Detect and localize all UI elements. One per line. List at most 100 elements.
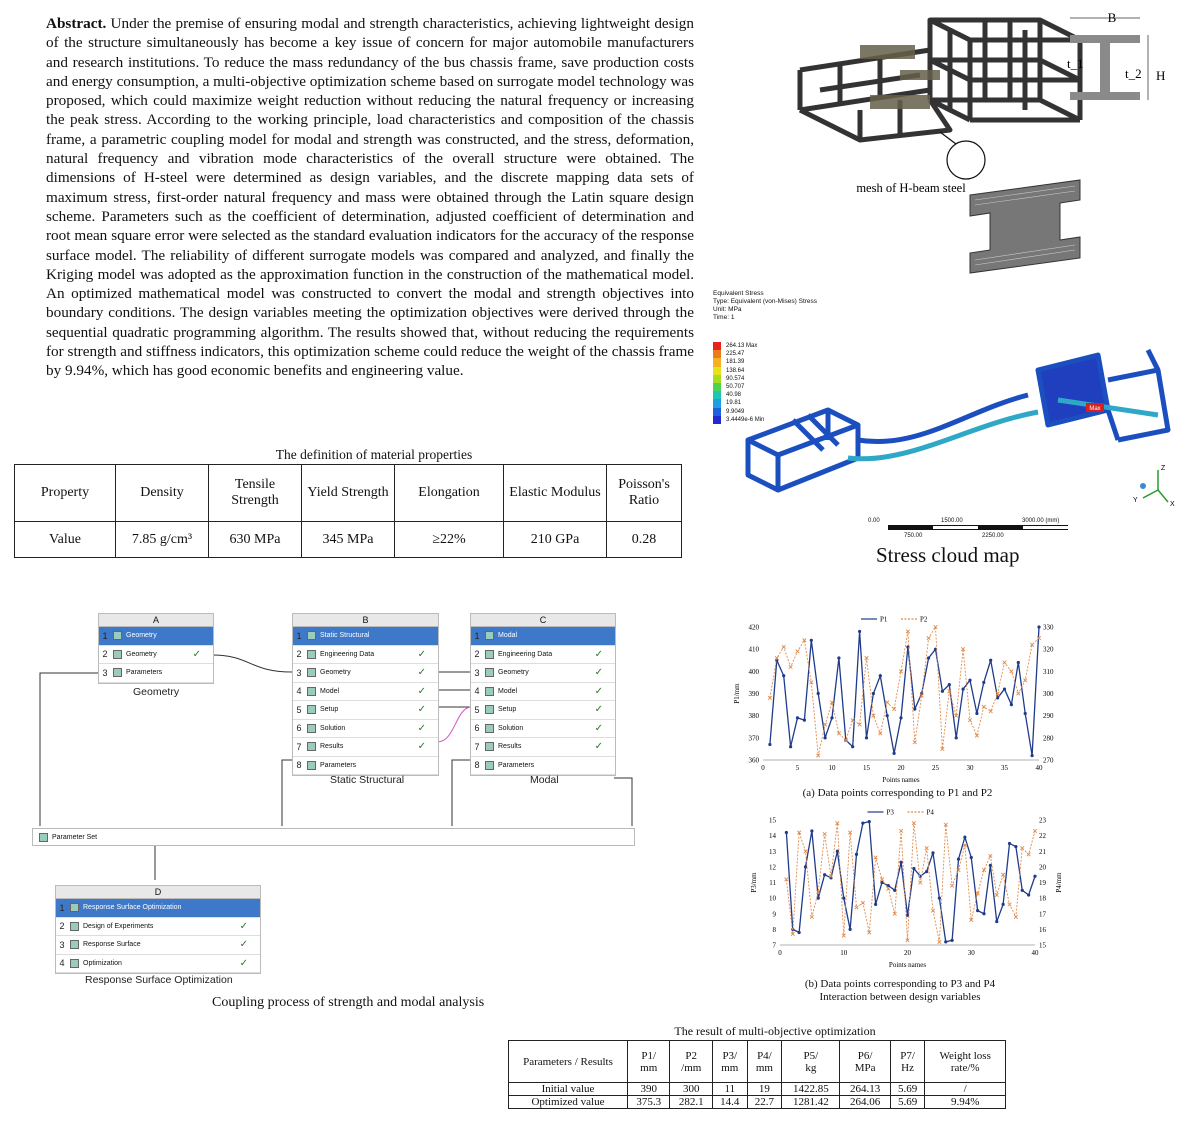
legend-label-p2: P2 (920, 616, 928, 624)
solution-icon (485, 723, 494, 733)
legend-value: 19.81 (726, 400, 742, 407)
row-label: Model (498, 687, 518, 695)
system-letter: D (154, 887, 162, 897)
data-point-p3 (950, 938, 954, 942)
optimization-icon (70, 903, 79, 913)
abstract-text: Under the premise of ensuring modal and … (46, 15, 694, 380)
y-tick-label: 10 (769, 895, 777, 903)
data-point-p1 (809, 638, 813, 642)
data-point-p2 (926, 635, 931, 641)
coupling-connectors (39, 654, 633, 880)
result-cell: 300 (669, 1082, 713, 1096)
legend-swatch (713, 342, 721, 351)
data-point-p2 (878, 731, 883, 736)
data-point-p1 (1009, 702, 1013, 707)
x-tick-label: 5 (796, 764, 800, 772)
data-point-p2 (1016, 691, 1021, 696)
result-cell: 282.1 (669, 1095, 713, 1109)
row-number: 1 (296, 630, 302, 641)
data-point-p1 (961, 687, 965, 691)
data-point-p3 (925, 869, 929, 874)
data-point-p4 (1032, 828, 1038, 834)
y2-tick-label: 270 (1043, 757, 1054, 765)
data-point-p4 (988, 853, 993, 859)
data-point-p1 (878, 674, 882, 678)
check-icon: ✓ (594, 685, 603, 697)
data-point-p4 (1013, 914, 1018, 919)
y-tick-label: 400 (749, 668, 760, 676)
data-point-p4 (969, 917, 974, 923)
data-point-p1 (816, 691, 820, 696)
row-label: Geometry (320, 669, 351, 677)
x-tick-label: 15 (863, 764, 871, 772)
mesh-caption: mesh of H-beam steel (856, 181, 966, 195)
row-label: Geometry (126, 632, 157, 640)
data-point-p3 (784, 830, 788, 835)
data-point-p1 (982, 680, 986, 685)
y2-tick-label: 19 (1039, 879, 1047, 887)
data-point-p3 (1001, 902, 1005, 906)
row-label: Model (320, 687, 340, 695)
data-point-p4 (905, 938, 910, 943)
data-point-p3 (861, 821, 865, 825)
legend-entry: 138.64 (713, 366, 764, 375)
legend-value: 50.707 (726, 384, 745, 391)
data-point-p1 (996, 696, 1000, 700)
data-point-p1 (885, 714, 889, 718)
data-point-p2 (829, 700, 835, 705)
y2-tick-label: 330 (1043, 624, 1054, 632)
data-point-p2 (954, 713, 959, 718)
data-point-p4 (886, 886, 891, 891)
data-point-p2 (891, 706, 897, 712)
data-point-p3 (988, 863, 992, 867)
data-point-p4 (994, 892, 999, 898)
x-axis-label: Points names (889, 961, 926, 969)
parameter-set-bar[interactable]: Parameter Set (32, 828, 635, 846)
row-number: 5 (296, 704, 302, 715)
data-point-p3 (848, 927, 852, 931)
check-icon: ✓ (417, 685, 426, 697)
row-number: 3 (296, 667, 302, 678)
data-point-p1 (1023, 711, 1027, 716)
legend-swatch (713, 358, 721, 367)
y-tick-label: 11 (769, 879, 776, 887)
data-point-p2 (788, 664, 793, 670)
geometry-icon (113, 631, 122, 641)
scale-label: 0.00 (868, 518, 880, 524)
data-point-p3 (905, 913, 910, 917)
data-point-p4 (867, 930, 872, 935)
data-point-p1 (989, 658, 993, 662)
dim-b-label: B (1108, 10, 1117, 25)
data-point-p2 (1029, 642, 1035, 647)
